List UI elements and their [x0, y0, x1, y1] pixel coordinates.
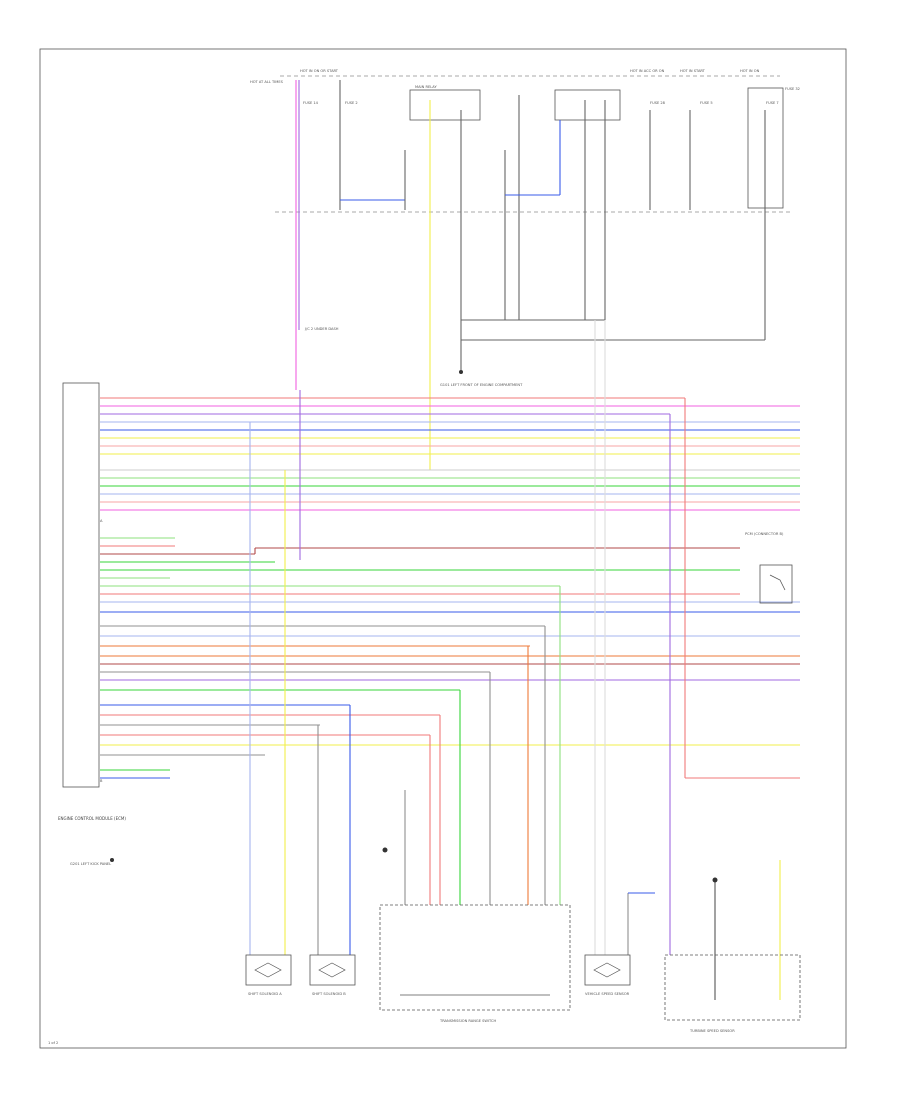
diagram-frame: [39, 48, 847, 1049]
trs-label: TRANSMISSION RANGE SWITCH: [439, 1019, 497, 1023]
harness-lines: [100, 397, 800, 779]
fuse-label-5: FUSE 7: [766, 101, 779, 105]
pcm-right-label: PCM (CONNECTOR B): [745, 532, 784, 536]
ground-right-icon: [712, 877, 718, 883]
trs-box: [379, 904, 571, 1011]
ground-trs-icon: [382, 847, 388, 853]
ground-top-label: G101 LEFT FRONT OF ENGINE COMPARTMENT: [440, 383, 523, 387]
fuse-label-4: FUSE 5: [700, 101, 713, 105]
ground-left-label: G201 LEFT KICK PANEL: [70, 862, 111, 866]
top-label-4: HOT IN START: [680, 69, 706, 73]
top-label-5: HOT IN ON: [740, 69, 760, 73]
ecm-connector-b: B: [100, 779, 103, 783]
solenoid-b-label: SHIFT SOLENOID B: [312, 992, 346, 996]
vss-box: [584, 954, 631, 986]
fuse-label-6: FUSE 32: [785, 87, 800, 91]
solenoid-b-box: [309, 954, 356, 986]
right-sensor-box: [759, 564, 793, 604]
fuse-label-1: FUSE 14: [303, 101, 319, 105]
ground-g101-icon: [459, 370, 463, 374]
ecm-caption: ENGINE CONTROL MODULE (ECM): [58, 816, 126, 821]
ground-g201-icon: [110, 858, 114, 862]
top-label-3: HOT IN ACC OR ON: [630, 69, 665, 73]
splice-caption: J/C 2 UNDER DASH: [304, 327, 339, 331]
ecm-connector: ENGINE CONTROL MODULE (ECM) A B: [58, 382, 126, 821]
ecm-connector-a: A: [100, 519, 103, 523]
solenoid-a-box: [245, 954, 292, 986]
tss-label: TURBINE SPEED SENSOR: [689, 1029, 735, 1033]
top-label-2: HOT IN ON OR START: [300, 69, 339, 73]
right-components: PCM (CONNECTOR B): [745, 532, 793, 604]
page-number: 1 of 2: [48, 1041, 58, 1045]
solenoid-a-label: SHIFT SOLENOID A: [248, 992, 282, 996]
main-relay-label: MAIN RELAY: [415, 85, 437, 89]
vss-label: VEHICLE SPEED SENSOR: [585, 992, 630, 996]
top-label-1: HOT AT ALL TIMES: [250, 80, 284, 84]
ecm-box: [62, 382, 100, 788]
relay-2-box: [554, 89, 621, 121]
fuse-label-2: FUSE 2: [345, 101, 358, 105]
bottom-components: SHIFT SOLENOID A SHIFT SOLENOID B TRANSM…: [48, 847, 801, 1045]
relay-1-box: [409, 89, 481, 121]
vertical-drops: [249, 320, 800, 1000]
fuse-label-3: FUSE 28: [650, 101, 666, 105]
tss-box: [664, 954, 801, 1021]
power-distribution-section: HOT AT ALL TIMES HOT IN ON OR START HOT …: [250, 69, 800, 470]
